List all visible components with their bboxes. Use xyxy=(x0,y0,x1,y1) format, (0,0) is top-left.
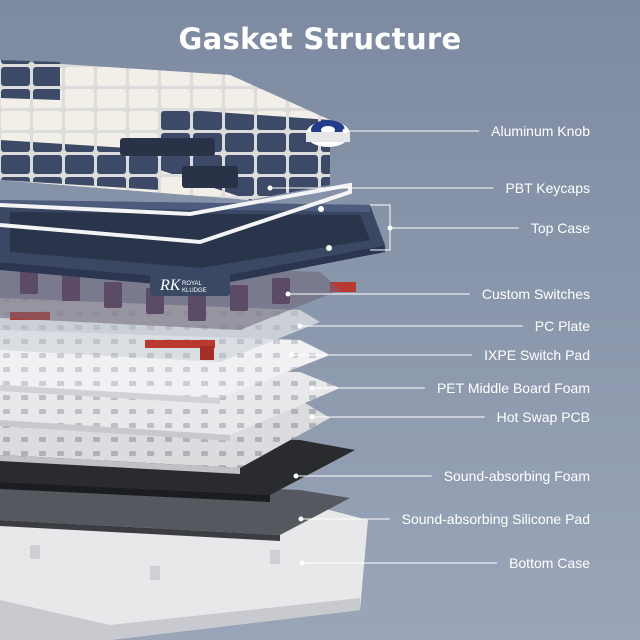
page-title: Gasket Structure xyxy=(178,22,462,56)
layer-label: Aluminum Knob xyxy=(491,123,590,139)
logo-badge: RK ROYAL KLUDGE xyxy=(150,268,230,296)
leader-dot xyxy=(289,352,295,358)
keycaps-layer xyxy=(0,60,330,200)
layer-label: IXPE Switch Pad xyxy=(484,347,590,363)
layer-label: Bottom Case xyxy=(509,555,590,571)
leader-dot xyxy=(309,414,315,420)
layer-label: Sound-absorbing Silicone Pad xyxy=(401,511,590,527)
leader-dot xyxy=(297,323,303,329)
leader-dot xyxy=(293,473,299,479)
logo-text: RK xyxy=(159,277,182,294)
layer-label: Hot Swap PCB xyxy=(496,409,590,425)
leader-lines xyxy=(270,130,523,564)
layer-label: PET Middle Board Foam xyxy=(436,380,590,396)
layer-label: Top Case xyxy=(530,220,590,236)
logo-subtext: ROYAL xyxy=(182,281,203,287)
top-case-bracket xyxy=(370,204,391,251)
layer-label: Sound-absorbing Foam xyxy=(443,468,590,484)
layer-label: PBT Keycaps xyxy=(505,180,590,196)
leader-dot xyxy=(267,185,273,191)
leader-dot xyxy=(342,128,348,134)
leader-dots xyxy=(267,128,393,566)
leader-dot xyxy=(298,516,304,522)
knob-icon xyxy=(306,120,350,147)
layer-label: Custom Switches xyxy=(481,286,590,302)
logo-subtext: KLUDGE xyxy=(182,288,207,294)
layer-label: PC Plate xyxy=(534,318,590,334)
leader-dot xyxy=(299,560,305,566)
leader-dot xyxy=(309,385,315,391)
leader-dot xyxy=(285,291,291,297)
